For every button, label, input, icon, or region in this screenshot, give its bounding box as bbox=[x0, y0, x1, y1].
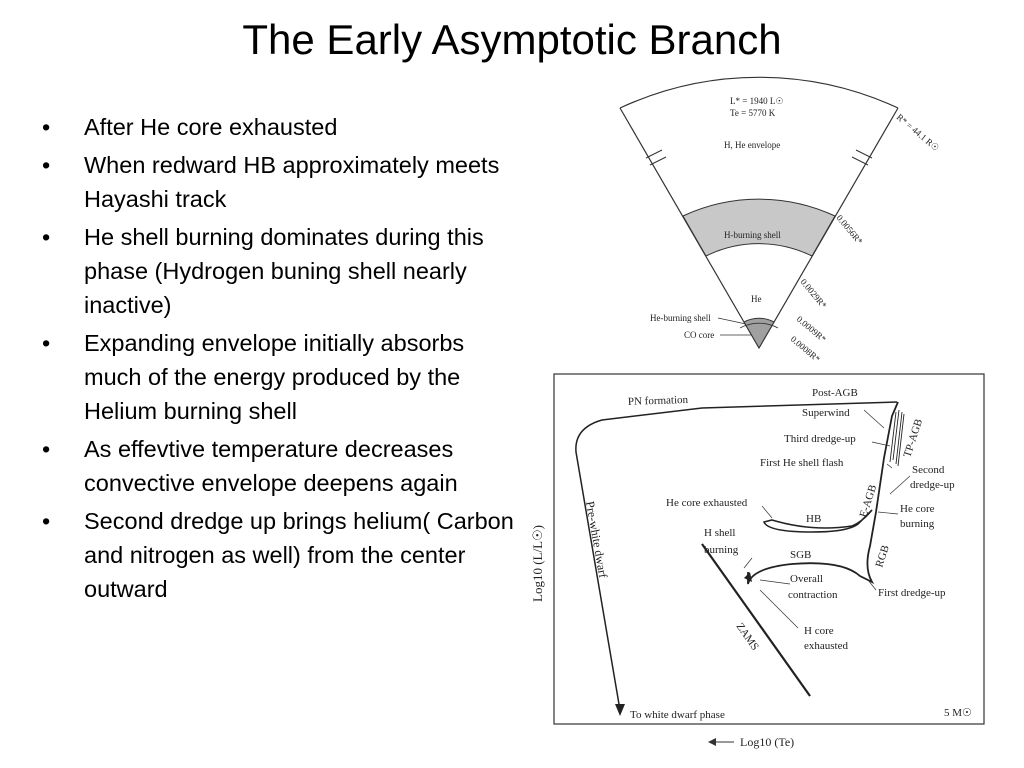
bullet-item: • After He core exhausted bbox=[38, 110, 518, 144]
overall-contraction-label-2: contraction bbox=[788, 589, 838, 601]
second-dredge-label-2: dredge-up bbox=[910, 479, 955, 491]
bullet-dot: • bbox=[42, 224, 51, 250]
h-shell-burning-label-1: H shell bbox=[704, 527, 735, 539]
hb-loop bbox=[762, 509, 873, 533]
radius-r1-label: 0.0056R* bbox=[834, 213, 865, 247]
he-shell-leader bbox=[717, 317, 747, 325]
radius-r2-label: 0.0029R* bbox=[798, 277, 829, 311]
bullet-text: Second dredge up brings helium( Carbon a… bbox=[84, 508, 514, 602]
hr-frame bbox=[553, 373, 985, 725]
he-core-exhausted-label: He core exhausted bbox=[666, 497, 748, 509]
pn-formation-label: PN formation bbox=[628, 394, 689, 408]
envelope-label: H, He envelope bbox=[724, 140, 780, 150]
y-axis-label: Log10 (L/L☉) bbox=[530, 525, 545, 602]
h-shell-burning-label-2: burning bbox=[704, 544, 739, 556]
mass-label: 5 M☉ bbox=[944, 707, 972, 719]
he-shell-label: He-burning shell bbox=[650, 313, 711, 323]
thermal-pulse-marks bbox=[889, 409, 905, 467]
bullet-item: • Second dredge up brings helium( Carbon … bbox=[38, 504, 518, 606]
first-dredge-label: First dredge-up bbox=[878, 587, 946, 599]
bullet-text: When redward HB approximately meets Haya… bbox=[84, 152, 500, 212]
bullet-text: As effevtive temperature decreases conve… bbox=[84, 436, 458, 496]
third-dredge-label: Third dredge-up bbox=[784, 433, 856, 445]
he-core-burning-label-1: He core bbox=[900, 503, 935, 515]
bullet-text: He shell burning dominates during this p… bbox=[84, 224, 484, 318]
h-core-exhausted-label-2: exhausted bbox=[804, 640, 848, 652]
he-burning-shell-arc bbox=[739, 322, 779, 329]
hr-track-diagram: Log10 (L/L☉) Log10 (Te) PN formation Pos… bbox=[530, 373, 985, 749]
pre-white-dwarf-track bbox=[575, 401, 898, 711]
h-shell-label: H-burning shell bbox=[724, 230, 781, 240]
bullet-dot: • bbox=[42, 152, 51, 178]
stellar-structure-diagram: L* = 1940 L☉ Te = 5770 K H, He envelope … bbox=[619, 76, 941, 365]
post-agb-label: Post-AGB bbox=[812, 387, 858, 399]
overall-contraction-label-1: Overall bbox=[790, 573, 823, 585]
first-he-flash-label: First He shell flash bbox=[760, 457, 844, 469]
co-core-region bbox=[743, 317, 775, 350]
bullet-dot: • bbox=[42, 508, 51, 534]
h-core-exhausted-label-1: H core bbox=[804, 625, 834, 637]
he-core-burning-label-2: burning bbox=[900, 518, 935, 530]
bullet-list: • After He core exhausted • When redward H… bbox=[38, 110, 518, 610]
superwind-label: Superwind bbox=[802, 407, 850, 419]
radius-label: R* = 44.1 R☉ bbox=[895, 112, 941, 153]
outer-surface-arc bbox=[619, 76, 899, 109]
label-leaders bbox=[743, 409, 911, 629]
second-dredge-label-1: Second bbox=[912, 464, 945, 476]
x-axis-arrowhead bbox=[708, 738, 716, 746]
h-burning-shell-band bbox=[682, 198, 836, 257]
bullet-item: • Expanding envelope initially absorbs mu… bbox=[38, 326, 518, 428]
bullet-item: • When redward HB approximately meets Hay… bbox=[38, 148, 518, 216]
bullet-item: • As effevtive temperature decreases conv… bbox=[38, 432, 518, 500]
sgb-arrowhead bbox=[744, 572, 752, 582]
temperature-label: Te = 5770 K bbox=[730, 108, 776, 118]
bullet-dot: • bbox=[42, 114, 51, 140]
bullet-item: • He shell burning dominates during this … bbox=[38, 220, 518, 322]
co-core-label: CO core bbox=[684, 330, 714, 340]
x-axis-label: Log10 (Te) bbox=[740, 735, 794, 749]
break-mark-left bbox=[645, 149, 667, 166]
page-title: The Early Asymptotic Branch bbox=[242, 16, 782, 63]
bullet-text: After He core exhausted bbox=[84, 114, 338, 140]
hb-label: HB bbox=[806, 513, 821, 525]
zams-line bbox=[701, 543, 811, 697]
evolution-track bbox=[747, 401, 899, 585]
he-label: He bbox=[751, 294, 762, 304]
bullet-dot: • bbox=[42, 330, 51, 356]
break-mark-right bbox=[851, 149, 873, 166]
to-white-dwarf-label: To white dwarf phase bbox=[630, 709, 725, 721]
white-dwarf-arrowhead bbox=[615, 704, 625, 716]
sgb-label: SGB bbox=[790, 549, 811, 561]
bullet-text: Expanding envelope initially absorbs muc… bbox=[84, 330, 465, 424]
bullet-dot: • bbox=[42, 436, 51, 462]
luminosity-label: L* = 1940 L☉ bbox=[730, 96, 783, 106]
